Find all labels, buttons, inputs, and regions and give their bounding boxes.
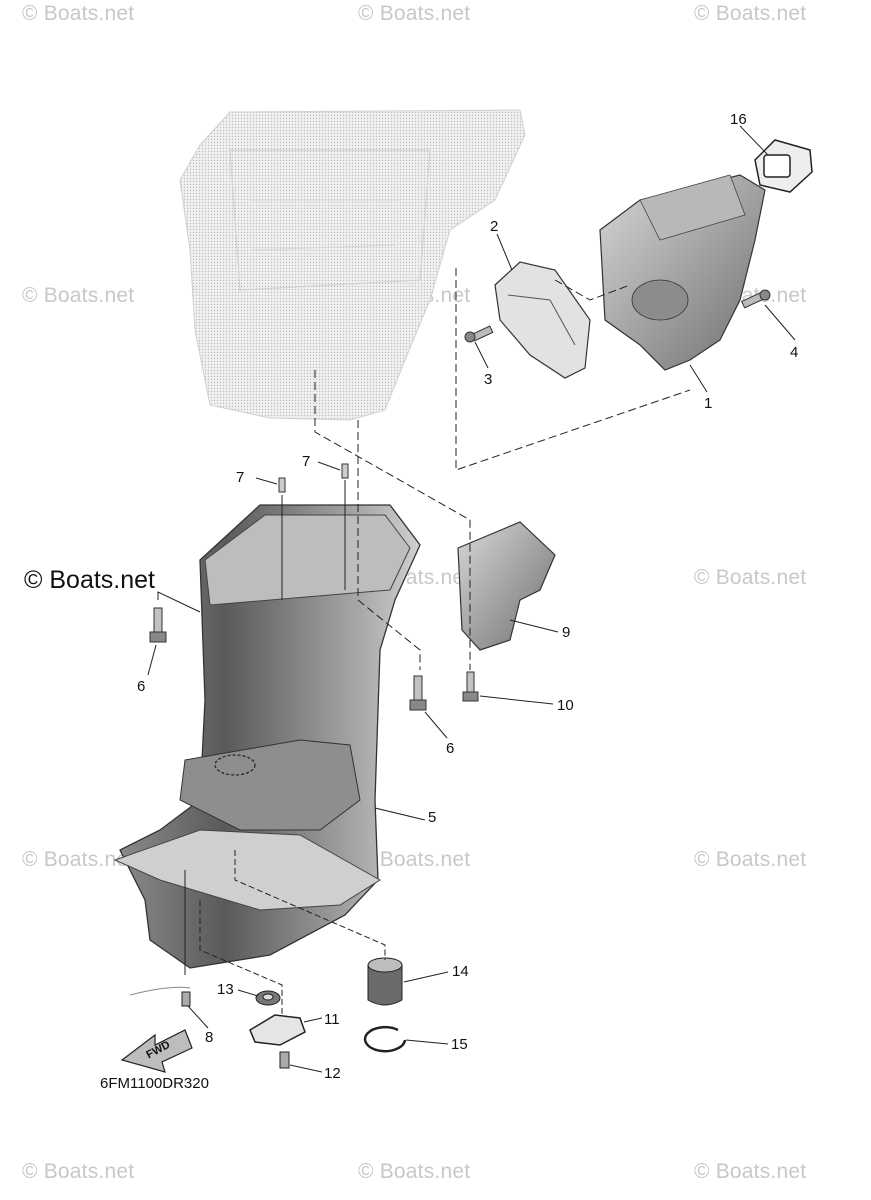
- engine-block-ghost: [179, 109, 526, 421]
- bolt-part-4: [741, 289, 771, 309]
- callout-13: 13: [217, 981, 234, 998]
- watermark-top-left: © Boats.net: [22, 2, 135, 25]
- leader-lines: [147, 125, 796, 1073]
- plate-part-11: [249, 1014, 306, 1046]
- callout-12: 12: [324, 1065, 341, 1082]
- watermark-row2-left: © Boats.net: [22, 284, 135, 307]
- watermark-row3-right: © Boats.net: [694, 566, 807, 589]
- callout-3: 3: [484, 371, 493, 388]
- bracket-part-9: [457, 521, 556, 651]
- bolt-part-6b: [409, 675, 427, 711]
- callout-6b: 6: [446, 740, 455, 757]
- watermark-top-right: © Boats.net: [694, 2, 807, 25]
- watermark-row4-center: © Boats.net: [358, 848, 471, 871]
- dowel-pin-7a: [278, 477, 286, 493]
- watermark-main: © Boats.net: [24, 566, 155, 594]
- assembly-lines: [129, 268, 691, 1015]
- screw-part-12: [279, 1051, 290, 1069]
- callout-15: 15: [451, 1036, 468, 1053]
- watermark-bottom-left: © Boats.net: [22, 1160, 135, 1183]
- callout-8: 8: [205, 1029, 214, 1046]
- watermark-bottom-center: © Boats.net: [358, 1160, 471, 1183]
- callout-9: 9: [562, 624, 571, 641]
- plate-part-2: [494, 261, 591, 379]
- callout-11: 11: [324, 1011, 340, 1028]
- callout-5: 5: [428, 809, 437, 826]
- grommet-part-16: [754, 139, 813, 193]
- bolt-part-3: [464, 325, 494, 343]
- callout-2: 2: [490, 218, 499, 235]
- callout-7b: 7: [302, 453, 311, 470]
- callout-1: 1: [704, 395, 713, 412]
- dowel-pin-7b: [341, 463, 349, 479]
- bracket-part-1: [599, 174, 766, 371]
- bolt-part-6a: [149, 607, 167, 643]
- bushing-part-14: [367, 957, 403, 1006]
- callout-10: 10: [557, 697, 574, 714]
- bolt-part-10: [462, 671, 479, 702]
- screw-part-8: [181, 991, 191, 1007]
- watermark-row4-right: © Boats.net: [694, 848, 807, 871]
- fwd-arrow-icon: [120, 1029, 193, 1073]
- diagram-code: 6FM1100DR320: [100, 1075, 209, 1092]
- callout-14: 14: [452, 963, 469, 980]
- watermark-bottom-right: © Boats.net: [694, 1160, 807, 1183]
- callout-6a: 6: [137, 678, 146, 695]
- callout-16: 16: [730, 111, 747, 128]
- watermark-top-center: © Boats.net: [358, 2, 471, 25]
- callout-4: 4: [790, 344, 799, 361]
- washer-part-13: [255, 990, 281, 1006]
- callout-7a: 7: [236, 469, 245, 486]
- watermark-row4-left: © Boats.net: [22, 848, 135, 871]
- upper-casing-part-5: [113, 504, 421, 969]
- circlip-part-15: [363, 1025, 407, 1053]
